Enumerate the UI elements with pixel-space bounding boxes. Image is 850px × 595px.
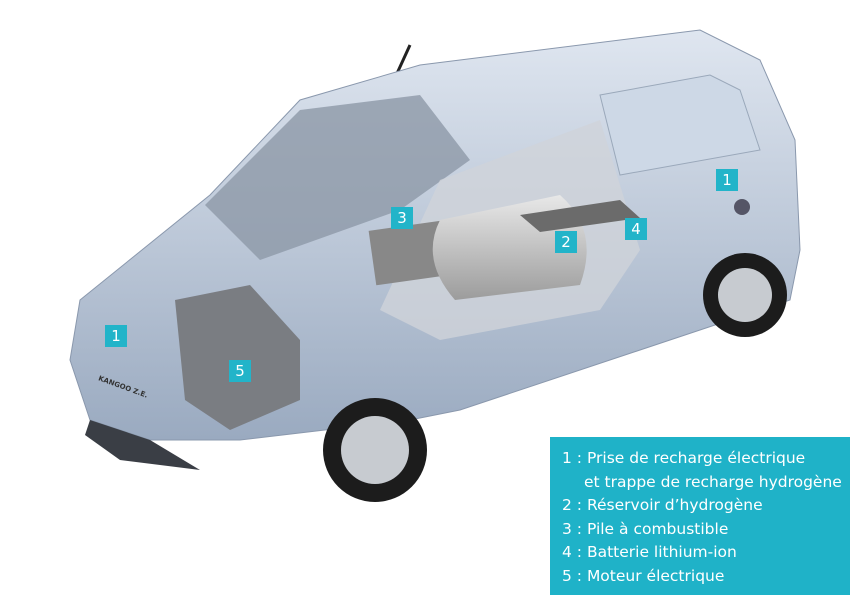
callout-5: 5 xyxy=(229,360,251,382)
callout-1-rear: 1 xyxy=(716,169,738,191)
grille xyxy=(85,420,200,470)
legend-item-1: 1 : Prise de recharge électrique xyxy=(562,449,806,467)
legend-item-3: 3 : Pile à combustible xyxy=(562,519,729,538)
side-window xyxy=(599,74,761,176)
fuel-cell xyxy=(368,219,456,286)
charging-port xyxy=(734,199,750,215)
legend-item-5: 5 : Moteur électrique xyxy=(562,566,725,585)
callout-1-front: 1 xyxy=(105,325,127,347)
callout-4: 4 xyxy=(625,218,647,240)
callout-2: 2 xyxy=(555,231,577,253)
windshield xyxy=(205,95,470,260)
legend-box: 1 : Prise de recharge électrique et trap… xyxy=(550,437,850,595)
battery xyxy=(520,200,640,232)
legend-item-1-cont: et trappe de recharge hydrogène xyxy=(584,472,842,491)
callout-3: 3 xyxy=(391,207,413,229)
legend-item-2: 2 : Réservoir d’hydrogène xyxy=(562,496,763,514)
engine xyxy=(175,285,300,430)
legend-item-4: 4 : Batterie lithium-ion xyxy=(562,543,737,561)
